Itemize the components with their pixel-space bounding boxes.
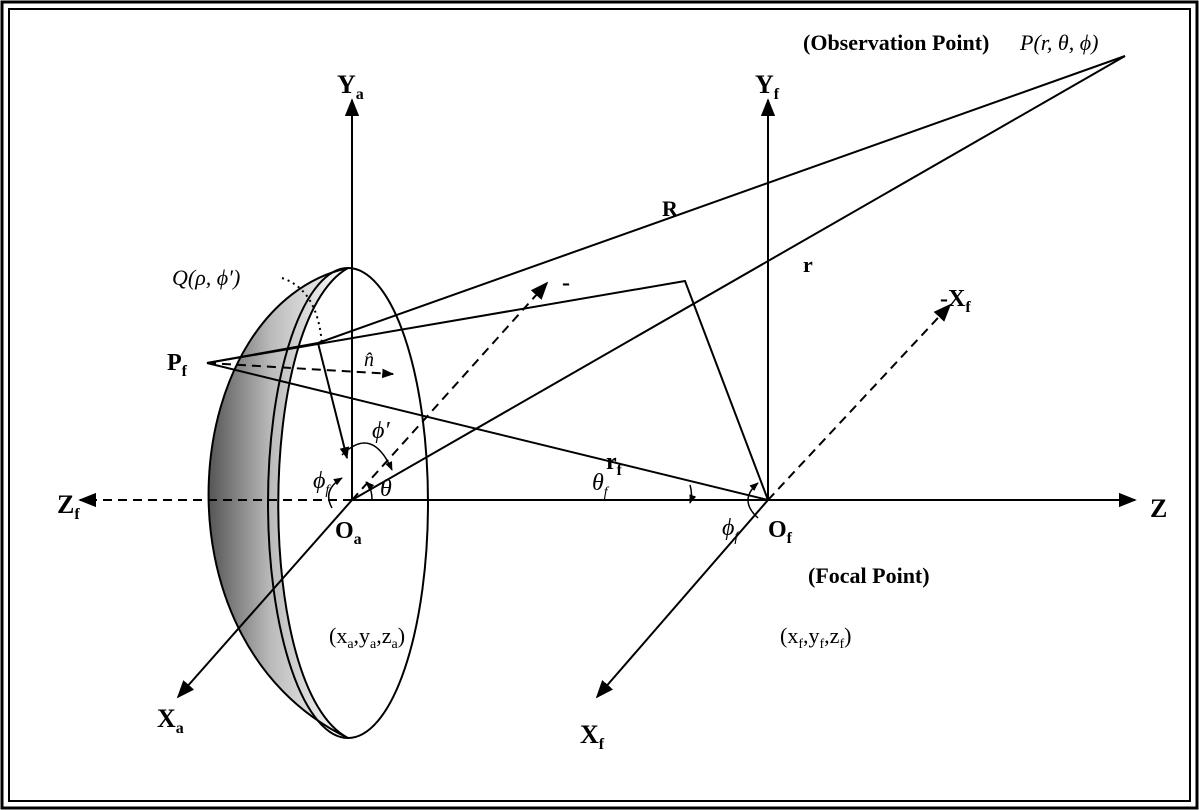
- r-label: r: [803, 252, 813, 277]
- point-pf-label: Pf: [167, 350, 188, 380]
- axis-zf-label: Zf: [57, 490, 80, 523]
- coords-a-label: (xa,ya,za): [329, 623, 405, 652]
- xa-axis: [176, 499, 353, 699]
- axis-xf-label: Xf: [580, 720, 605, 753]
- axis-neg-xf-label: -Xf: [940, 286, 971, 316]
- normal-vector: [206, 362, 395, 379]
- phi-prime-arc: [341, 442, 393, 471]
- observation-point-label: (Observation Point): [803, 30, 989, 55]
- phi-f-left-arc: [327, 477, 343, 509]
- xf-axis: [595, 499, 769, 699]
- focal-point-label: (Focal Point): [808, 563, 930, 588]
- phi-f-left-label: ϕf: [313, 468, 331, 498]
- reflector-dish-shaded: [207, 267, 349, 739]
- phi-prime-label: ϕ′: [372, 418, 390, 444]
- rf-label: rf: [606, 449, 623, 479]
- inner-frame: [8, 8, 1191, 802]
- axis-xa-label: Xa: [157, 704, 184, 737]
- theta-f-arc: [689, 484, 697, 504]
- normal-label: n̂: [364, 349, 374, 371]
- q-to-oa-line: [317, 342, 350, 460]
- dashed-rho-vector: [351, 281, 549, 501]
- observation-point-coords: P(r, θ, ϕ): [1019, 30, 1098, 55]
- minus-sign-label: -: [562, 270, 570, 296]
- coords-f-label: (xf,yf,zf): [780, 623, 851, 652]
- big-r-vector: [317, 55, 1126, 344]
- q-dotted-arc: [281, 277, 323, 346]
- point-q-label: Q(ρ, ϕ′): [172, 265, 240, 290]
- phi-f-right-arc: [747, 482, 759, 519]
- axis-z-label: Z: [1150, 494, 1167, 523]
- theta-f-label: θf: [592, 470, 610, 500]
- big-r-label: R: [662, 196, 679, 221]
- origin-oa-label: Oa: [335, 518, 362, 548]
- reflected-ray-path: [206, 279, 769, 501]
- axis-yf-label: Yf: [755, 70, 780, 103]
- phi-f-right-label: ϕf: [722, 515, 740, 545]
- neg-xf-axis: [767, 303, 952, 501]
- axis-ya-label: Ya: [337, 70, 364, 103]
- theta-label: θ: [380, 476, 392, 502]
- theta-arc: [365, 481, 375, 501]
- reflector-aperture-rim: [267, 267, 429, 739]
- origin-of-label: Of: [768, 517, 793, 547]
- r-vector: [351, 55, 1126, 501]
- rf-vector: [206, 362, 769, 501]
